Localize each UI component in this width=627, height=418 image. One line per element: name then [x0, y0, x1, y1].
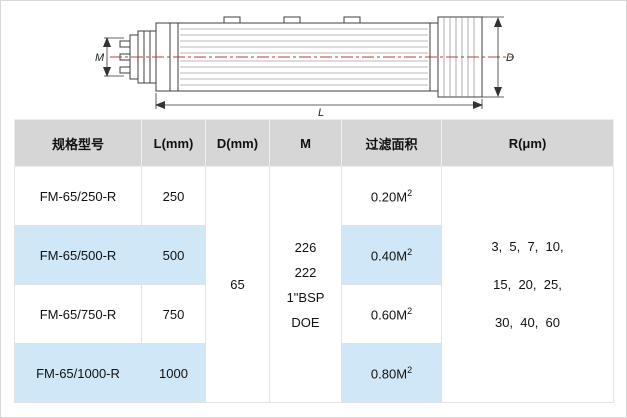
model-cell: FM-65/500-R — [14, 225, 142, 285]
area-cell: 0.80M2 — [341, 343, 442, 403]
dimension-lines — [102, 16, 504, 109]
filter-cartridge-drawing: M D L — [95, 16, 514, 117]
col-header-diameter: D(mm) — [205, 119, 270, 167]
length-cell: 250 — [141, 166, 206, 226]
r-values-cell: 3, 5, 7, 10, 15, 20, 25, 30, 40, 60 — [441, 166, 614, 403]
top-tab — [283, 16, 300, 24]
length-cell: 750 — [141, 284, 206, 344]
filter-technical-drawing: M D L — [1, 1, 626, 117]
adapter-fin — [119, 66, 130, 74]
adapter-fin — [119, 40, 130, 48]
area-superscript: 2 — [407, 305, 413, 316]
top-tab — [343, 16, 360, 24]
area-superscript: 2 — [407, 246, 413, 257]
area-value: 0.80M — [370, 366, 408, 382]
table-row: FM-65/500-R 500 0.40M2 — [14, 225, 614, 285]
model-cell: FM-65/750-R — [14, 284, 142, 344]
spec-table: 规格型号 L(mm) D(mm) M 过滤面积 R(μm) FM-65/250-… — [14, 119, 614, 403]
r-values-line: 30, 40, 60 — [494, 314, 561, 330]
top-tab — [223, 16, 240, 24]
area-cell: 0.20M2 — [341, 166, 442, 226]
area-value: 0.40M — [370, 248, 408, 264]
table-row: FM-65/250-R 250 65 226 222 1"BSP DOE 0.2… — [14, 166, 614, 403]
header-row: 规格型号 L(mm) D(mm) M 过滤面积 R(μm) — [14, 119, 614, 167]
length-cell: 500 — [141, 225, 206, 285]
table-row: FM-65/1000-R 1000 0.80M2 — [14, 343, 614, 403]
r-values-line: 15, 20, 25, — [493, 276, 562, 292]
r-values-line: 3, 5, 7, 10, — [491, 238, 564, 254]
m-spec-line: 222 — [294, 264, 317, 280]
area-value: 0.20M — [370, 189, 408, 205]
col-header-micron: R(μm) — [441, 119, 614, 167]
area-superscript: 2 — [407, 187, 413, 198]
m-spec-cell: 226 222 1"BSP DOE — [269, 166, 342, 403]
dim-label-m: M — [95, 52, 105, 64]
col-header-m: M — [269, 119, 342, 167]
area-value: 0.60M — [370, 307, 408, 323]
col-header-model: 规格型号 — [14, 119, 142, 167]
m-spec-line: 1"BSP — [286, 289, 325, 305]
area-superscript: 2 — [407, 364, 413, 375]
dim-label-d: D — [506, 52, 514, 64]
model-cell: FM-65/250-R — [14, 166, 142, 226]
m-spec-line: 226 — [294, 239, 317, 255]
table-row: FM-65/750-R 750 0.60M2 — [14, 284, 614, 344]
diameter-cell: 65 — [205, 166, 270, 403]
area-cell: 0.40M2 — [341, 225, 442, 285]
model-cell: FM-65/1000-R — [14, 343, 142, 403]
dim-label-l: L — [318, 107, 324, 117]
col-header-filter-area: 过滤面积 — [341, 119, 442, 167]
m-spec-line: DOE — [291, 314, 320, 330]
col-header-length: L(mm) — [141, 119, 206, 167]
area-cell: 0.60M2 — [341, 284, 442, 344]
length-cell: 1000 — [141, 343, 206, 403]
